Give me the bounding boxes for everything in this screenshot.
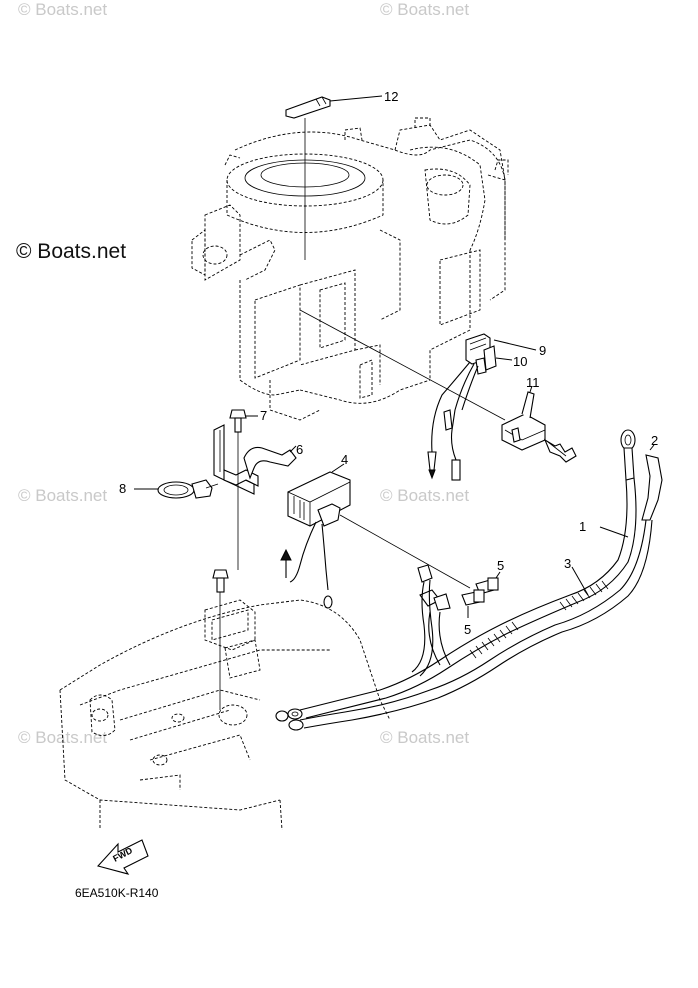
watermark-low-right: © Boats.net [380, 728, 469, 747]
callout-5b: 5 [464, 622, 471, 637]
callout-3: 3 [564, 556, 571, 571]
callout-4: 4 [341, 452, 348, 467]
watermark-mid-right: © Boats.net [380, 486, 469, 505]
callouts: 1 2 3 4 5 5 6 7 8 9 10 11 12 [119, 89, 658, 637]
fwd-arrow: FWD [96, 839, 149, 875]
watermark-mid-left: © Boats.net [18, 486, 107, 505]
callout-11: 11 [526, 375, 540, 390]
battery-cables [275, 429, 663, 731]
callout-6: 6 [296, 442, 303, 457]
part-8-grommet [134, 479, 219, 499]
diagram-code: 6EA510K-R140 [75, 886, 159, 900]
watermarks: © Boats.net © Boats.net © Boats.net © Bo… [16, 0, 469, 747]
corrugation [469, 580, 609, 659]
callout-10: 10 [513, 354, 527, 369]
watermark-top-left: © Boats.net [18, 0, 107, 19]
watermark-top-right: © Boats.net [380, 0, 469, 19]
callout-9: 9 [539, 343, 546, 358]
callout-12: 12 [384, 89, 398, 104]
callout-7: 7 [260, 408, 267, 423]
engine-block [191, 117, 509, 421]
brand-watermark: © Boats.net [16, 240, 126, 263]
part-4-rectifier [280, 463, 351, 609]
callout-1: 1 [579, 519, 586, 534]
part-12-clip [285, 95, 383, 260]
part-9-relay [427, 333, 537, 481]
callout-5a: 5 [497, 558, 504, 573]
cowling-bolt [212, 569, 229, 710]
part-5-bolts [461, 571, 501, 618]
part-11-bracket [501, 385, 577, 463]
callout-2: 2 [651, 433, 658, 448]
mount-bracket [213, 409, 297, 570]
lower-cowling [59, 599, 391, 831]
callout-8: 8 [119, 481, 126, 496]
